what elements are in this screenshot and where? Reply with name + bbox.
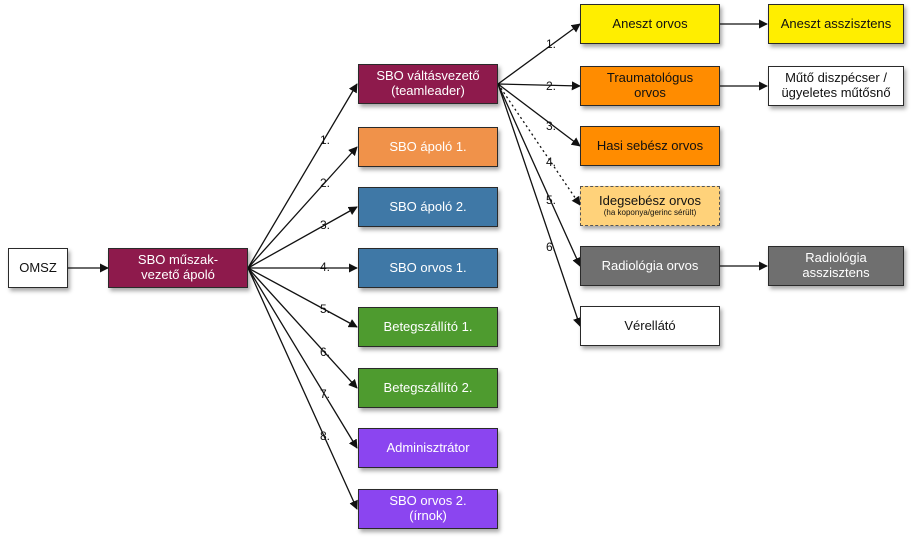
edge-number: 4. (320, 260, 331, 274)
node-label: Hasi sebész orvos (596, 137, 704, 153)
node-label: Radiológia orvos (601, 257, 699, 273)
edge-muszak-admin (247, 267, 358, 449)
edge-valtas-radio (497, 83, 581, 267)
node-radio: Radiológia orvos (580, 246, 720, 286)
node-orvos1: SBO orvos 1. (358, 248, 498, 288)
node-label-wrap: Idegsebész orvos(ha koponya/gerinc sérül… (599, 193, 701, 218)
node-trauma: Traumatológus orvos (580, 66, 720, 106)
node-label: SBO orvos 2. (írnok) (389, 493, 467, 523)
edge-muszak-orvos2 (247, 267, 358, 510)
node-beteg2: Betegszállító 2. (358, 368, 498, 408)
node-label: SBO orvos 1. (389, 259, 467, 275)
node-apolo1: SBO ápoló 1. (358, 127, 498, 167)
node-orvos2: SBO orvos 2. (írnok) (358, 489, 498, 529)
node-label: Vérellátó (624, 317, 676, 333)
edge-valtas-idegseb (497, 83, 581, 206)
node-label: OMSZ (19, 259, 57, 275)
node-apolo2: SBO ápoló 2. (358, 187, 498, 227)
node-label: Aneszt orvos (612, 15, 688, 31)
node-muto: Műtő diszpécser / ügyeletes műtősnő (768, 66, 904, 106)
node-label: Műtő diszpécser / ügyeletes műtősnő (781, 70, 891, 100)
edge-valtas-hasi (497, 83, 581, 147)
node-sublabel: (ha koponya/gerinc sérült) (603, 207, 697, 217)
edge-valtas-trauma (497, 81, 581, 91)
node-omsz: OMSZ (8, 248, 68, 288)
node-label: Idegsebész orvos (599, 193, 701, 209)
edge-number: 7. (320, 387, 331, 401)
node-hasi: Hasi sebész orvos (580, 126, 720, 166)
edge-number: 2. (320, 176, 331, 190)
node-admin: Adminisztrátor (358, 428, 498, 468)
edge-number: 6. (320, 345, 331, 359)
node-aneszt-asz: Aneszt asszisztens (768, 4, 904, 44)
edge-number: 5. (546, 193, 557, 207)
edge-muszak-beteg1 (247, 267, 358, 328)
edge-number: 8. (320, 429, 331, 443)
edge-number: 3. (546, 119, 557, 133)
node-label: Betegszállító 2. (383, 379, 473, 395)
node-label: SBO műszak- vezető ápoló (137, 252, 219, 282)
node-label: Aneszt asszisztens (780, 15, 892, 31)
edge-valtas-ver (497, 83, 582, 327)
edge-muszak-apolo2 (247, 206, 358, 269)
edge-number: 4. (546, 155, 557, 169)
edge-muszak-apolo1 (247, 146, 358, 269)
node-label: Traumatológus orvos (606, 70, 694, 100)
node-label: Betegszállító 1. (383, 318, 473, 334)
edge-number: 2. (546, 79, 557, 93)
node-idegseb: Idegsebész orvos(ha koponya/gerinc sérül… (580, 186, 720, 226)
node-label: SBO ápoló 1. (389, 138, 467, 154)
edge-number: 1. (546, 37, 557, 51)
edge-number: 5. (320, 302, 331, 316)
edge-number: 1. (320, 133, 331, 147)
edge-valtas-aneszt (497, 23, 581, 85)
node-beteg1: Betegszállító 1. (358, 307, 498, 347)
node-muszak: SBO műszak- vezető ápoló (108, 248, 248, 288)
node-label: Adminisztrátor (386, 439, 470, 455)
node-label: SBO váltásvezető (teamleader) (376, 68, 480, 98)
node-label: SBO ápoló 2. (389, 198, 467, 214)
node-valtas: SBO váltásvezető (teamleader) (358, 64, 498, 104)
edge-muszak-beteg2 (247, 267, 358, 389)
node-label: Radiológia asszisztens (802, 250, 870, 280)
node-ver: Vérellátó (580, 306, 720, 346)
edge-number: 3. (320, 218, 331, 232)
node-aneszt: Aneszt orvos (580, 4, 720, 44)
edge-number: 6. (546, 240, 557, 254)
edge-muszak-valtas (247, 83, 358, 269)
node-radio-asz: Radiológia asszisztens (768, 246, 904, 286)
